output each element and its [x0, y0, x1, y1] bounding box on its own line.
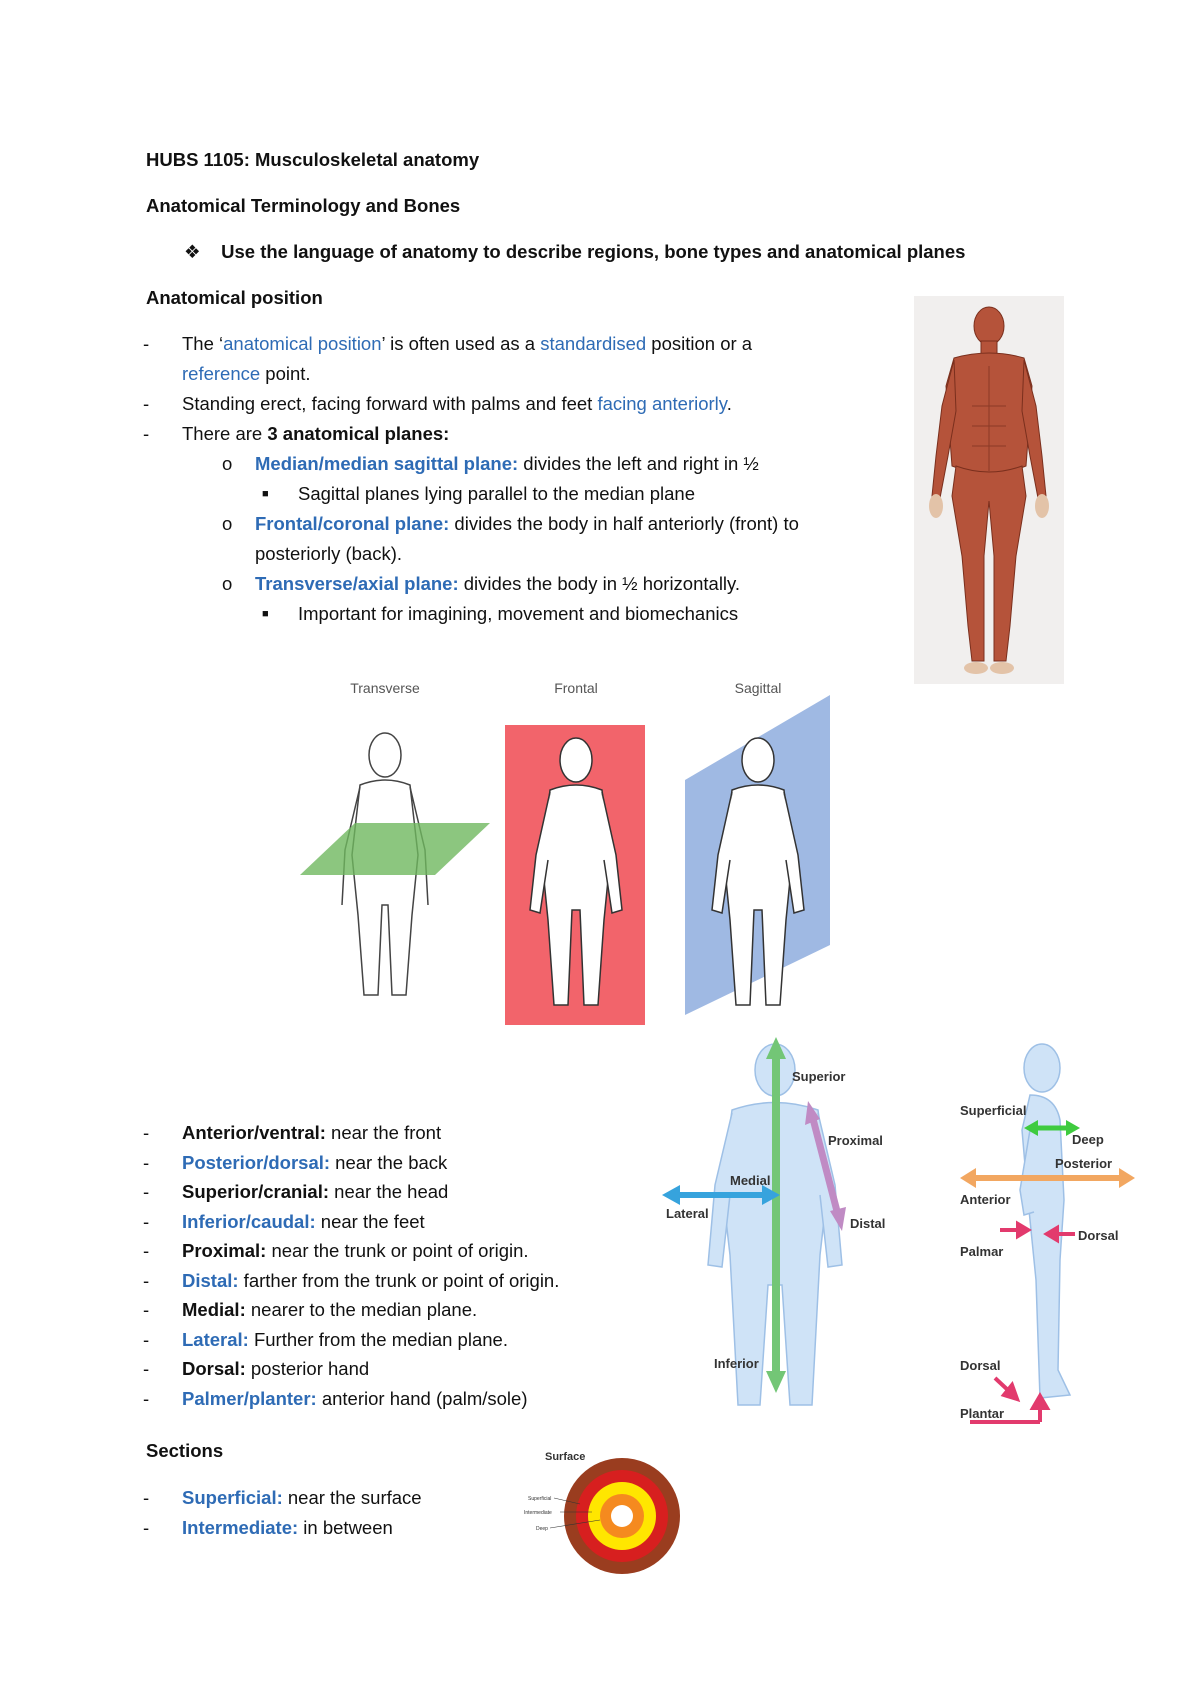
- directional-terms-side-figure: Superficial Deep Posterior Anterior Dors…: [960, 1043, 1135, 1424]
- plane-bullet-o: o: [222, 513, 233, 534]
- label-inferior: Inferior: [714, 1356, 759, 1371]
- label-anterior: Anterior: [960, 1192, 1011, 1207]
- list-dash: -: [143, 1516, 150, 1538]
- direction-term-item: Superior/cranial: near the head: [182, 1181, 449, 1202]
- label-posterior: Posterior: [1055, 1156, 1112, 1171]
- direction-term-item: Proximal: near the trunk or point of ori…: [182, 1240, 529, 1261]
- direction-term-item: Dorsal: posterior hand: [182, 1358, 370, 1379]
- section-term-item: Superficial: near the surface: [182, 1487, 422, 1508]
- directional-terms-front-figure: Superior Proximal Medial Lateral Distal …: [662, 1037, 885, 1406]
- list-dash: -: [143, 1387, 150, 1409]
- label-sagittal: Sagittal: [735, 680, 782, 696]
- list-dash: -: [143, 1210, 150, 1232]
- direction-term-item: Posterior/dorsal: near the back: [182, 1151, 448, 1173]
- list-dash: -: [143, 1358, 150, 1379]
- label-dorsal-hand: Dorsal: [1078, 1228, 1118, 1243]
- transverse-plane: [300, 823, 490, 875]
- list-dash: -: [143, 1487, 150, 1508]
- label-distal: Distal: [850, 1216, 885, 1231]
- list-dash: -: [143, 1328, 150, 1350]
- section-heading-sections: Sections: [146, 1440, 224, 1461]
- label-proximal: Proximal: [828, 1133, 883, 1148]
- position-line-3: Standing erect, facing forward with palm…: [182, 393, 732, 414]
- course-title: HUBS 1105: Musculoskeletal anatomy: [146, 149, 480, 170]
- section-term-item: Intermediate: in between: [182, 1516, 393, 1538]
- plane-transverse: Transverse/axial plane: divides the body…: [255, 573, 741, 594]
- muscle-anatomy-figure: [914, 296, 1064, 684]
- direction-term-item: Inferior/caudal: near the feet: [182, 1210, 425, 1232]
- label-transverse: Transverse: [350, 680, 420, 696]
- label-surface: Surface: [545, 1451, 585, 1463]
- label-deep: Deep: [1072, 1132, 1104, 1147]
- anatomical-planes-figure: Transverse Frontal Sagittal: [300, 680, 830, 1025]
- list-dash: -: [143, 393, 150, 414]
- label-medial: Medial: [730, 1173, 770, 1188]
- plane-median: Median/median sagittal plane: divides th…: [255, 453, 759, 474]
- label-frontal: Frontal: [554, 680, 598, 696]
- direction-term-item: Medial: nearer to the median plane.: [182, 1299, 478, 1320]
- plane-bullet-o: o: [222, 573, 233, 594]
- list-dash: -: [143, 1151, 150, 1173]
- direction-term-item: Lateral: Further from the median plane.: [182, 1328, 508, 1350]
- label-lateral: Lateral: [666, 1206, 709, 1221]
- list-dash: -: [143, 1299, 150, 1320]
- direction-term-item: Distal: farther from the trunk or point …: [182, 1269, 560, 1291]
- square-bullet: ■: [262, 488, 269, 500]
- label-plantar: Plantar: [960, 1406, 1004, 1421]
- list-dash: -: [143, 1181, 150, 1202]
- label-deep-layer: Deep: [536, 1526, 548, 1532]
- position-line-2: reference point.: [182, 363, 311, 384]
- section-heading-anatomical-position: Anatomical position: [146, 287, 323, 308]
- position-line-4: There are 3 anatomical planes:: [182, 423, 450, 444]
- plane-median-sub: Sagittal planes lying parallel to the me…: [298, 483, 695, 504]
- label-palmar: Palmar: [960, 1244, 1003, 1259]
- square-bullet: ■: [262, 608, 269, 620]
- objective-bullet: ❖ Use the language of anatomy to describ…: [184, 238, 965, 266]
- label-intermediate-layer: Intermediate: [524, 1510, 552, 1516]
- list-dash: -: [143, 1269, 150, 1291]
- label-superficial-layer: Superficial: [528, 1496, 551, 1502]
- list-dash: -: [143, 1240, 150, 1261]
- topic-title: Anatomical Terminology and Bones: [146, 195, 461, 216]
- label-dorsal-foot: Dorsal: [960, 1358, 1000, 1373]
- list-dash: -: [143, 333, 150, 354]
- plane-bullet-o: o: [222, 453, 233, 474]
- sections-target-figure: Surface Superficial Intermediate Deep: [524, 1451, 680, 1574]
- label-superficial: Superficial: [960, 1103, 1026, 1118]
- diamond-bullet-icon: ❖: [184, 241, 201, 262]
- label-superior: Superior: [792, 1069, 845, 1084]
- direction-term-item: Anterior/ventral: near the front: [182, 1122, 442, 1143]
- list-dash: -: [143, 423, 150, 444]
- position-line-1: The ‘anatomical position’ is often used …: [182, 333, 753, 354]
- list-dash: -: [143, 1122, 150, 1143]
- plane-frontal: Frontal/coronal plane: divides the body …: [255, 513, 799, 534]
- direction-term-item: Palmer/planter: anterior hand (palm/sole…: [182, 1387, 528, 1409]
- plane-frontal-cont: posteriorly (back).: [255, 543, 403, 564]
- plane-transverse-sub: Important for imagining, movement and bi…: [298, 603, 739, 624]
- objective-text: Use the language of anatomy to describe …: [221, 241, 966, 262]
